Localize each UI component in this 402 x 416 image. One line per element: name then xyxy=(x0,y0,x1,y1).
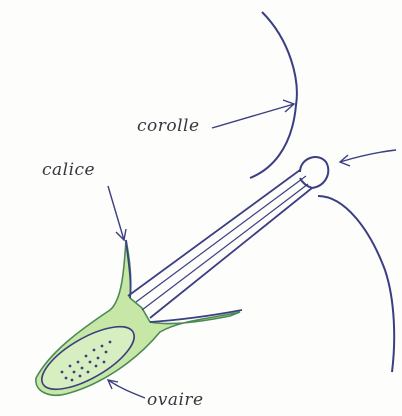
label-ovaire: ovaire xyxy=(147,390,204,410)
calice-pointer-line xyxy=(108,186,124,240)
floral-tube-lower xyxy=(150,188,312,318)
label-corolle: corolle xyxy=(137,116,200,136)
floral-tube-upper xyxy=(128,170,300,296)
corolle-pointer-line xyxy=(212,104,294,128)
style-inner-1 xyxy=(136,176,306,302)
tip-pointer-line xyxy=(340,150,396,162)
style-inner-2 xyxy=(142,184,308,310)
corolla-lower-outline xyxy=(318,196,394,372)
corolla-outline xyxy=(250,12,297,178)
ovaire-pointer-line xyxy=(108,380,145,398)
label-calice: calice xyxy=(42,160,95,180)
corolla-tip xyxy=(300,157,328,188)
